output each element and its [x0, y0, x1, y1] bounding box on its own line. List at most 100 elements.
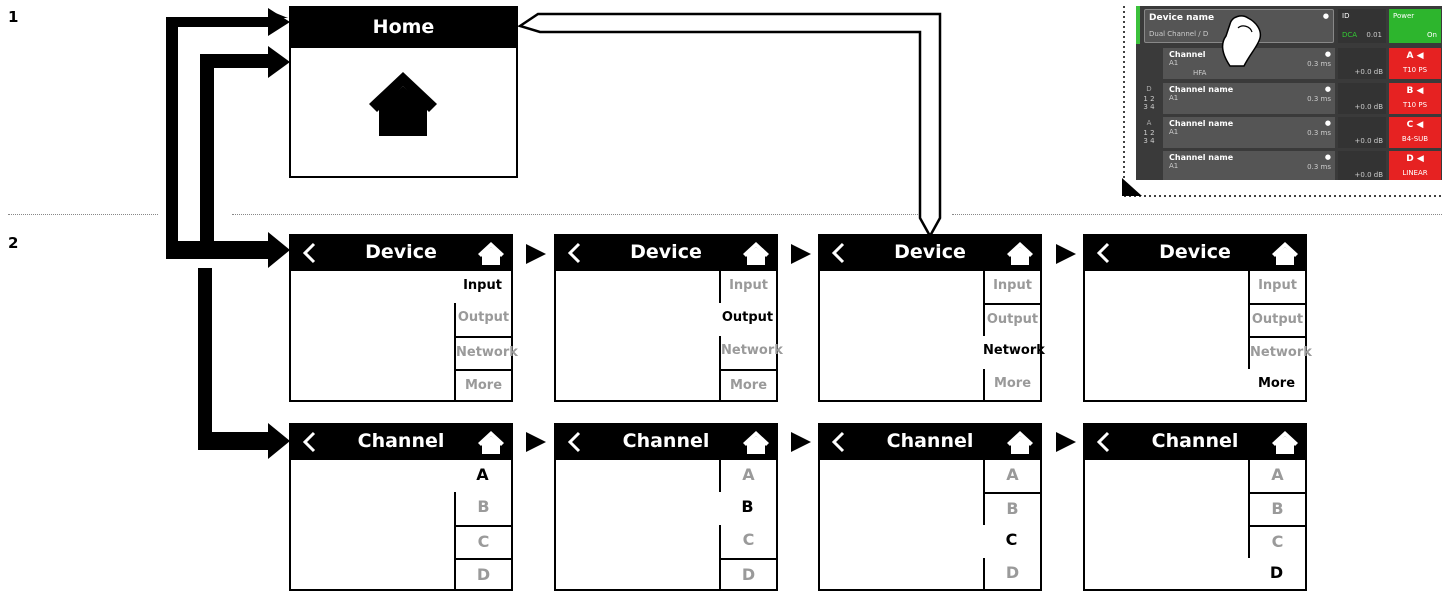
channel-screen-header: Channel: [291, 425, 511, 460]
channel-tab-a[interactable]: A: [983, 460, 1040, 492]
channel-tab-b[interactable]: B: [741, 497, 754, 516]
device-tab-network[interactable]: Network: [983, 343, 1045, 358]
channel-delay: 0.3 ms: [1307, 163, 1331, 171]
device-subtitle: Dual Channel / D: [1149, 30, 1209, 38]
next-arrow: [791, 432, 811, 452]
id-field[interactable]: ID DCA 0.01: [1338, 9, 1386, 43]
channel-tab-d[interactable]: D: [1269, 563, 1284, 582]
channel-input: A1: [1169, 162, 1179, 170]
device-tab-input[interactable]: Input: [1248, 271, 1305, 303]
home-icon[interactable]: [477, 429, 505, 455]
channel-tab-d[interactable]: D: [983, 558, 1040, 591]
speaker-mute-icon: ◀: [1416, 120, 1424, 130]
channel-gain-cell[interactable]: +0.0 dB: [1338, 83, 1386, 114]
channel-tab-c[interactable]: C: [1005, 530, 1018, 549]
channel-screen-header: Channel: [820, 425, 1040, 460]
arrow-into-home-body: [200, 46, 290, 78]
channel-screen-header: Channel: [1085, 425, 1305, 460]
home-icon[interactable]: [1006, 240, 1034, 266]
device-screen-title: Device: [630, 241, 702, 263]
device-tab-output[interactable]: Output: [1248, 303, 1305, 336]
channel-gain-cell[interactable]: +0.0 dB: [1338, 48, 1386, 79]
home-icon[interactable]: [1271, 240, 1299, 266]
row-number-2: 2: [8, 234, 19, 252]
home-icon[interactable]: [1271, 429, 1299, 455]
arrow-into-device: [166, 232, 290, 268]
channel-tab-d[interactable]: D: [454, 558, 511, 591]
back-chevron-icon[interactable]: [564, 242, 586, 264]
channel-tab-c[interactable]: C: [454, 525, 511, 558]
device-tab-output[interactable]: Output: [983, 303, 1040, 336]
device-tab-more[interactable]: More: [983, 369, 1040, 402]
arrow-into-home: [166, 8, 290, 36]
back-chevron-icon[interactable]: [1093, 242, 1115, 264]
channel-input: A1: [1169, 59, 1179, 67]
channel-name: Channel: [1169, 50, 1206, 59]
device-screen-header: Device: [820, 236, 1040, 271]
info-icon: ●: [1324, 50, 1331, 58]
channel-tab-b[interactable]: B: [983, 492, 1040, 525]
channel-delay: 0.3 ms: [1307, 129, 1331, 137]
channel-tab-b[interactable]: B: [1248, 492, 1305, 525]
back-chevron-icon[interactable]: [828, 242, 850, 264]
device-tab-input[interactable]: Input: [463, 278, 502, 293]
power-button[interactable]: Power On: [1389, 9, 1441, 43]
device-tab-input[interactable]: Input: [983, 271, 1040, 303]
back-chevron-icon[interactable]: [828, 431, 850, 453]
channel-delay: 0.3 ms: [1307, 95, 1331, 103]
row-separator: [8, 214, 158, 215]
device-tab-output[interactable]: Output: [454, 303, 511, 336]
channel-tab-c[interactable]: C: [1248, 525, 1305, 558]
back-chevron-icon[interactable]: [1093, 431, 1115, 453]
channel-tab-a[interactable]: A: [719, 460, 776, 492]
home-screen[interactable]: Home: [289, 6, 518, 178]
channel-mute-button[interactable]: A ◀T10 PS: [1389, 48, 1441, 79]
home-icon[interactable]: [742, 240, 770, 266]
home-screen-header: Home: [291, 8, 516, 48]
channel-tab-c[interactable]: C: [719, 525, 776, 558]
home-icon[interactable]: [1006, 429, 1034, 455]
channel-tab-a[interactable]: A: [1248, 460, 1305, 492]
channel-tab-d[interactable]: D: [719, 558, 776, 591]
channel-tab-b[interactable]: B: [454, 492, 511, 525]
device-tab-more[interactable]: More: [1257, 376, 1296, 391]
channel-extra: HFA: [1193, 69, 1207, 77]
channel-gain-cell[interactable]: +0.0 dB: [1338, 117, 1386, 148]
device-tab-network[interactable]: Network: [719, 336, 783, 369]
device-tab-more[interactable]: More: [719, 369, 776, 402]
channel-gain-cell[interactable]: +0.0 dB: [1338, 151, 1386, 180]
device-tab-network[interactable]: Network: [1248, 336, 1312, 369]
home-icon: [369, 72, 437, 136]
device-tab-network[interactable]: Network: [454, 336, 518, 369]
channel-mute-button[interactable]: C ◀B4-SUB: [1389, 117, 1441, 148]
home-icon[interactable]: [742, 429, 770, 455]
info-icon: ●: [1322, 12, 1329, 20]
back-chevron-icon[interactable]: [299, 431, 321, 453]
channel-tab-a[interactable]: A: [476, 465, 489, 484]
channel-gain: +0.0 dB: [1354, 137, 1383, 145]
device-tab-input[interactable]: Input: [719, 271, 776, 303]
info-icon: ●: [1324, 153, 1331, 161]
row-separator: [232, 214, 922, 215]
device-tab-output[interactable]: Output: [721, 310, 774, 325]
channel-mute-button[interactable]: D ◀LINEAR: [1389, 151, 1441, 180]
home-icon[interactable]: [477, 240, 505, 266]
next-arrow: [1056, 432, 1076, 452]
back-chevron-icon[interactable]: [299, 242, 321, 264]
back-chevron-icon[interactable]: [564, 431, 586, 453]
device-tab-more[interactable]: More: [454, 369, 511, 402]
channel-name: Channel name: [1169, 153, 1234, 162]
channel-mute-button[interactable]: B ◀T10 PS: [1389, 83, 1441, 114]
